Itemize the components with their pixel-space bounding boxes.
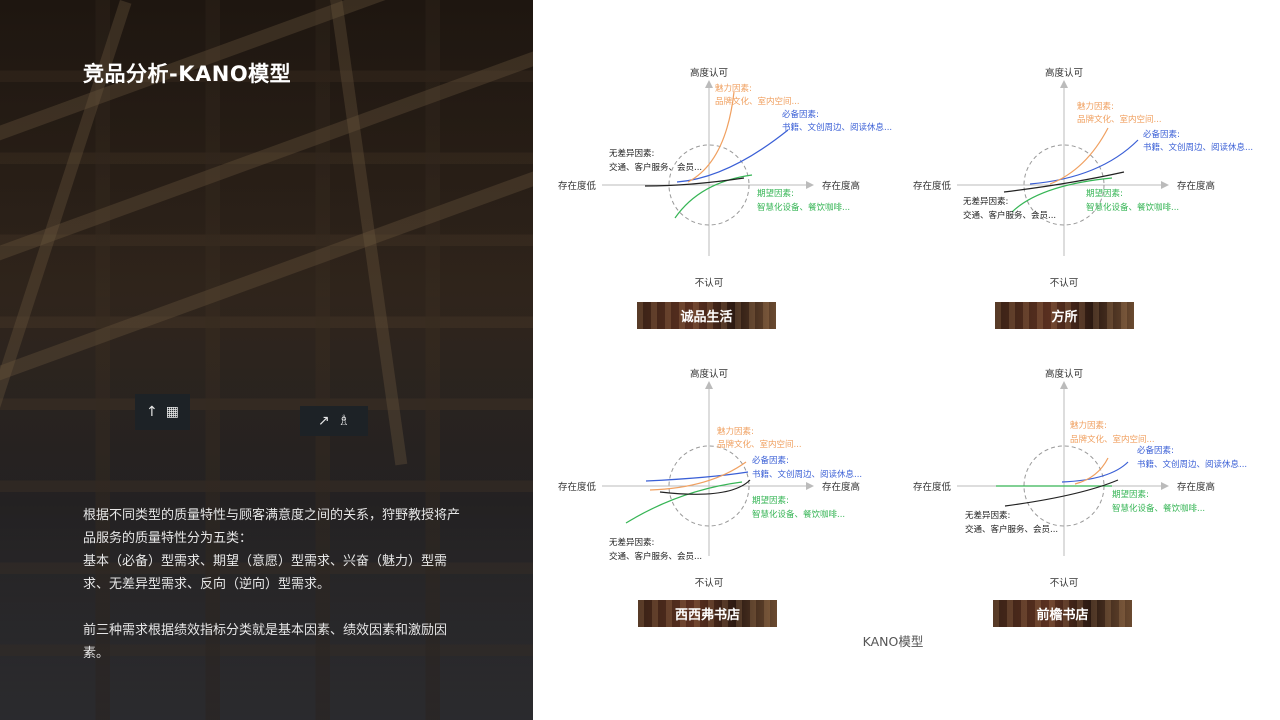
one-dimensional-factor-title: 期望因素: <box>757 188 794 199</box>
axis-label-top: 高度认可 <box>1045 67 1083 79</box>
attractive-factor-title: 魅力因素: <box>715 83 752 94</box>
axis-label-top: 高度认可 <box>690 368 728 380</box>
attractive-factor-items: 品牌文化、室内空间... <box>715 96 800 107</box>
escalator-icon: ↗ <box>317 413 330 429</box>
kano-diagram-2: 高度认可 不认可 存在度低 存在度高 魅力因素: 品牌文化、室内空间... 必备… <box>913 67 1253 289</box>
attractive-factor-title: 魅力因素: <box>1077 101 1114 112</box>
page-title: 竞品分析-KANO模型 <box>83 62 292 86</box>
one-dimensional-curve <box>674 174 753 219</box>
axis-label-left: 存在度低 <box>913 481 952 493</box>
axis-label-bottom: 不认可 <box>1050 577 1079 589</box>
one-dimensional-curve <box>1011 177 1113 213</box>
must-be-factor-items: 书籍、文创周边、阅读休息... <box>1137 459 1247 470</box>
indifferent-factor-title: 无差异因素: <box>609 537 654 548</box>
attractive-curve <box>1074 457 1109 485</box>
store-badge-chengpin: 诚品生活 <box>637 302 776 329</box>
one-dimensional-factor-items: 智慧化设备、餐饮咖啡... <box>757 202 850 213</box>
attractive-factor-title: 魅力因素: <box>717 426 754 437</box>
must-be-factor-title: 必备因素: <box>1143 129 1180 140</box>
store-badge-xixifu: 西西弗书店 <box>638 600 777 627</box>
figure-caption: KANO模型 <box>862 634 924 649</box>
intro-paragraph: 前三种需求根据绩效指标分类就是基本因素、绩效因素和激励因素。 <box>83 623 448 661</box>
escalator-icon: ▦ <box>165 404 179 420</box>
attractive-factor-title: 魅力因素: <box>1070 420 1107 431</box>
must-be-curve <box>1061 461 1129 483</box>
axis-label-right: 存在度高 <box>1177 180 1215 192</box>
axis-label-right: 存在度高 <box>1177 481 1215 493</box>
indifferent-curve <box>1003 171 1125 193</box>
axis-label-left: 存在度低 <box>913 180 952 192</box>
indifferent-factor-items: 交通、客户服务、会员... <box>963 210 1056 221</box>
axis-label-right: 存在度高 <box>822 180 860 192</box>
must-be-factor-title: 必备因素: <box>1137 445 1174 456</box>
indifferent-factor-items: 交通、客户服务、会员... <box>609 551 702 562</box>
attractive-curve <box>687 91 735 183</box>
store-badge-fangsuo: 方所 <box>995 302 1134 329</box>
axis-label-bottom: 不认可 <box>1050 277 1079 289</box>
up-arrow-icon: ↑ <box>146 404 158 420</box>
must-be-factor-items: 书籍、文创周边、阅读休息... <box>782 122 892 133</box>
axis-label-top: 高度认可 <box>690 67 728 79</box>
axis-label-left: 存在度低 <box>558 180 597 192</box>
one-dimensional-factor-items: 智慧化设备、餐饮咖啡... <box>1086 202 1179 213</box>
axis-label-bottom: 不认可 <box>695 577 724 589</box>
one-dimensional-factor-title: 期望因素: <box>1086 188 1123 199</box>
one-dimensional-factor-items: 智慧化设备、餐饮咖啡... <box>752 509 845 520</box>
indifferent-curve <box>1004 479 1119 507</box>
indifferent-factor-title: 无差异因素: <box>965 510 1010 521</box>
intro-paragraph: 基本（必备）型需求、期望（意愿）型需求、兴奋（魅力）型需求、无差异型需求、反向（… <box>83 554 448 592</box>
must-be-factor-title: 必备因素: <box>752 455 789 466</box>
center-circle <box>668 445 750 527</box>
store-badge-qianyan: 前檐书店 <box>993 600 1132 627</box>
one-dimensional-factor-title: 期望因素: <box>752 495 789 506</box>
attractive-curve <box>649 461 747 491</box>
attractive-factor-items: 品牌文化、室内空间... <box>1070 434 1155 445</box>
indifferent-factor-title: 无差异因素: <box>609 148 654 159</box>
indifferent-curve <box>659 479 751 495</box>
direction-sign: ↑ ▦ <box>135 394 190 430</box>
must-be-curve <box>676 129 789 183</box>
indifferent-factor-items: 交通、客户服务、会员... <box>965 524 1058 535</box>
must-be-factor-items: 书籍、文创周边、阅读休息... <box>1143 142 1253 153</box>
axis-label-left: 存在度低 <box>558 481 597 493</box>
must-be-factor-title: 必备因素: <box>782 109 819 120</box>
restroom-icon: ♗ <box>337 413 351 429</box>
one-dimensional-factor-items: 智慧化设备、餐饮咖啡... <box>1112 503 1205 514</box>
kano-diagram-1: 高度认可 不认可 存在度低 存在度高 魅力因素: 品牌文化、室内空间... 必备… <box>558 67 892 289</box>
indifferent-curve <box>644 177 745 187</box>
must-be-curve <box>645 471 749 482</box>
kano-diagram-4: 高度认可 不认可 存在度低 存在度高 魅力因素: 品牌文化、室内空间... 必备… <box>913 368 1247 589</box>
one-dimensional-curve <box>625 481 743 524</box>
background-photo-panel: ↑ ▦ ↗ ♗ 竞品分析-KANO模型 根据不同类型的质量特性与顾客满意度之间的… <box>0 0 533 720</box>
intro-paragraph: 根据不同类型的质量特性与顾客满意度之间的关系，狩野教授将产品服务的质量特性分为五… <box>83 508 461 546</box>
axis-label-bottom: 不认可 <box>695 277 724 289</box>
facility-sign: ↗ ♗ <box>300 406 368 436</box>
attractive-curve <box>1049 127 1109 185</box>
must-be-factor-items: 书籍、文创周边、阅读休息... <box>752 469 862 480</box>
must-be-curve <box>1029 139 1139 185</box>
center-circle <box>1023 144 1105 226</box>
indifferent-factor-items: 交通、客户服务、会员... <box>609 162 702 173</box>
axis-label-right: 存在度高 <box>822 481 860 493</box>
attractive-factor-items: 品牌文化、室内空间... <box>1077 114 1162 125</box>
one-dimensional-factor-title: 期望因素: <box>1112 489 1149 500</box>
axis-label-top: 高度认可 <box>1045 368 1083 380</box>
center-circle <box>668 144 750 226</box>
indifferent-factor-title: 无差异因素: <box>963 196 1008 207</box>
kano-diagram-3: 高度认可 不认可 存在度低 存在度高 魅力因素: 品牌文化、室内空间... 必备… <box>558 368 862 589</box>
intro-text: 根据不同类型的质量特性与顾客满意度之间的关系，狩野教授将产品服务的质量特性分为五… <box>83 504 463 665</box>
attractive-factor-items: 品牌文化、室内空间... <box>717 439 802 450</box>
